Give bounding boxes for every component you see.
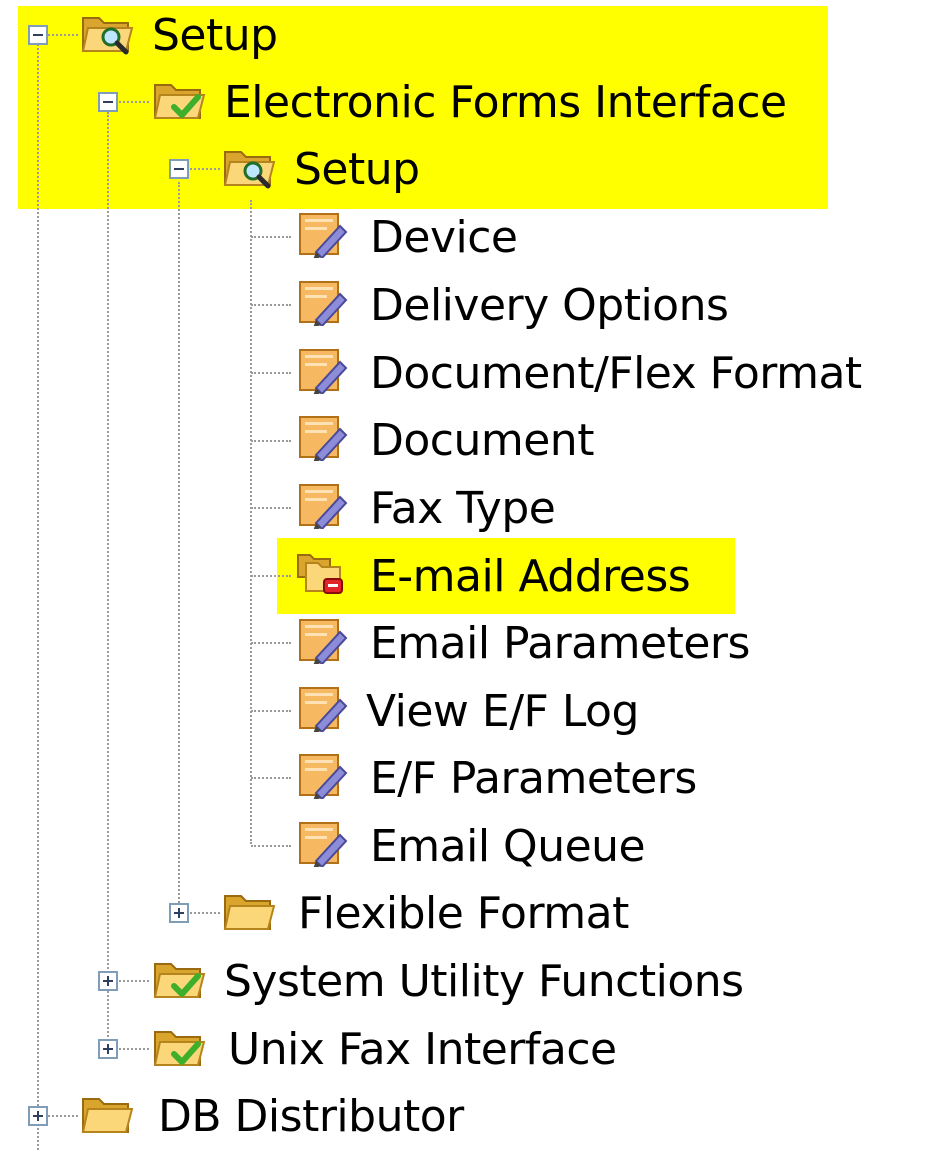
folder-stack-icon — [294, 549, 350, 597]
tree-connector — [178, 182, 180, 910]
tree-connector — [107, 112, 109, 1048]
form-edit-icon — [294, 346, 350, 394]
tree-connector — [251, 642, 291, 644]
tree-node-label: Setup — [152, 10, 278, 61]
form-edit-icon — [294, 278, 350, 326]
tree-connector — [251, 507, 291, 509]
tree-node-label: System Utility Functions — [224, 956, 744, 1007]
tree-connector — [119, 980, 149, 982]
tree-connector — [251, 372, 291, 374]
tree-node-label: Unix Fax Interface — [228, 1024, 617, 1075]
tree-node-label: DB Distributor — [158, 1091, 464, 1142]
collapse-toggle[interactable] — [28, 25, 48, 45]
expand-toggle[interactable] — [169, 903, 189, 923]
folder-check-icon — [152, 75, 208, 123]
folder-check-icon — [152, 954, 208, 1002]
tree-node-label: Flexible Format — [298, 888, 629, 939]
form-edit-icon — [294, 413, 350, 461]
tree-node-label: Setup — [294, 144, 420, 195]
tree-connector — [251, 304, 291, 306]
tree-connector — [251, 845, 291, 847]
tree-connector — [37, 44, 39, 1150]
tree-node-label: Email Parameters — [370, 618, 750, 669]
expand-toggle[interactable] — [98, 971, 118, 991]
tree-connector — [251, 440, 291, 442]
tree-connector — [251, 575, 291, 577]
tree-connector — [48, 1115, 78, 1117]
tree-node-label: Document/Flex Format — [370, 348, 862, 399]
tree-node-label: View E/F Log — [366, 686, 639, 737]
tree-node-label: Email Queue — [370, 821, 646, 872]
form-edit-icon — [294, 751, 350, 799]
folder-open-icon — [222, 886, 278, 934]
form-edit-icon — [294, 684, 350, 732]
tree-connector — [251, 777, 291, 779]
form-edit-icon — [294, 210, 350, 258]
form-edit-icon — [294, 819, 350, 867]
tree-connector — [119, 1048, 149, 1050]
folder-open-icon — [80, 1089, 136, 1137]
folder-check-icon — [152, 1022, 208, 1070]
expand-toggle[interactable] — [98, 1039, 118, 1059]
expand-toggle[interactable] — [28, 1106, 48, 1126]
collapse-toggle[interactable] — [169, 159, 189, 179]
collapse-toggle[interactable] — [98, 92, 118, 112]
tree-node-label: E/F Parameters — [370, 753, 697, 804]
tree-node-label: Document — [370, 415, 594, 466]
tree-node-label: Delivery Options — [370, 280, 729, 331]
tree-node-label: E-mail Address — [370, 551, 691, 602]
tree-connector — [190, 912, 220, 914]
tree-connector — [190, 168, 220, 170]
selection-highlight — [18, 6, 828, 209]
tree-connector — [251, 236, 291, 238]
tree-connector — [250, 200, 252, 844]
tree-connector — [119, 101, 149, 103]
selection-highlight — [277, 538, 735, 614]
tree-node-label: Electronic Forms Interface — [224, 77, 787, 128]
folder-search-icon — [80, 8, 136, 56]
form-edit-icon — [294, 616, 350, 664]
tree-node-label: Fax Type — [370, 483, 556, 534]
tree-connector — [48, 34, 78, 36]
folder-search-icon — [222, 142, 278, 190]
form-edit-icon — [294, 481, 350, 529]
tree-connector — [251, 710, 291, 712]
tree-node-label: Device — [370, 212, 518, 263]
